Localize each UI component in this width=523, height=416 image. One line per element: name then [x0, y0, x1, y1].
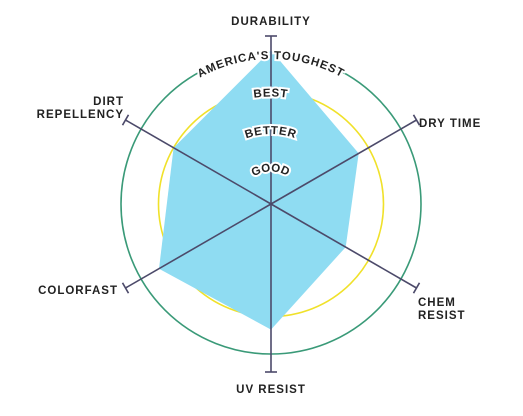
axis-chem-resist	[270, 203, 417, 289]
axis-dirt-repellency	[125, 119, 272, 205]
level-label-best: BEST	[253, 87, 289, 100]
axis-end-tick	[121, 114, 130, 126]
axis-label-uv-resist: UV RESIST	[236, 384, 306, 396]
series-area	[159, 50, 359, 330]
level-label-better: BETTER	[243, 125, 298, 141]
axis-end-tick	[412, 282, 421, 294]
axis-colorfast	[125, 203, 272, 289]
chart-axes	[121, 35, 421, 373]
axis-dry-time	[270, 119, 417, 205]
data-area	[159, 50, 359, 330]
level-label-halo: BETTER	[243, 125, 298, 141]
axis-label-dry-time: DRY TIME	[419, 118, 481, 130]
level-label-good: GOOD	[250, 162, 292, 179]
axis-end-tick	[121, 282, 130, 294]
level-label-halo: BEST	[253, 87, 289, 100]
level-label-halo: GOOD	[250, 162, 292, 179]
axis-end-tick	[412, 114, 421, 126]
axis-label-colorfast: COLORFAST	[38, 285, 118, 297]
axis-label-durability: DURABILITY	[231, 16, 311, 28]
